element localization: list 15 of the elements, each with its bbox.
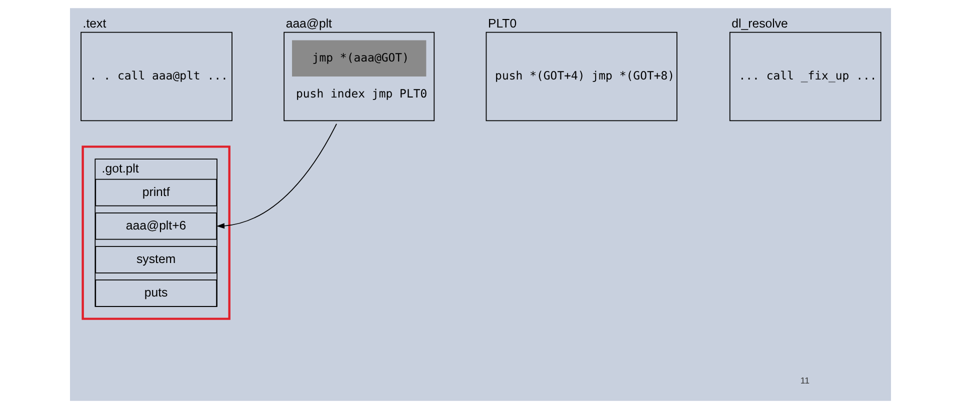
node-box: aaa@plt+6 [95,212,217,240]
arrow [216,123,337,229]
cluster [82,146,230,320]
node-box: system [95,246,217,274]
node-box: ... call _fix_up ... [729,32,882,122]
node-label: dl_resolve [732,16,788,30]
node-box: . . call aaa@plt ... [80,32,232,122]
node-box: puts [95,280,217,307]
node-label: aaa@plt [286,16,332,30]
node-label: PLT0 [488,16,517,30]
node-box: jmp *(aaa@GOT) push index jmp PLT0 [284,32,435,122]
label: 11 [800,376,810,386]
node-label: .text [82,16,106,30]
node-box: push *(GOT+4) jmp *(GOT+8) [486,32,678,122]
node-box: printf [95,178,217,206]
